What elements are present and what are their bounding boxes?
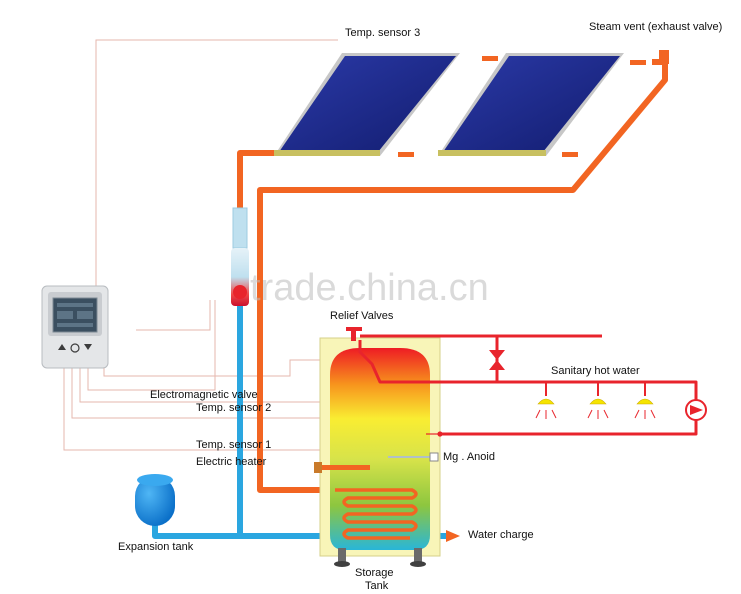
controller-up-icon: [58, 344, 66, 350]
faucet-3: [634, 382, 656, 419]
label-electromagnetic-valve: Electromagnetic valve: [150, 389, 258, 401]
label-temp-sensor-2: Temp. sensor 2: [196, 402, 271, 414]
wire-extra: [136, 300, 211, 331]
label-expansion-tank: Expansion tank: [118, 541, 194, 553]
expansion-tank: [135, 474, 175, 526]
electric-heater-rod: [314, 462, 370, 473]
label-steam-vent: Steam vent (exhaust valve): [589, 21, 722, 33]
wire-tank-top: [103, 359, 330, 377]
electromagnetic-valve: [231, 207, 249, 306]
heating-coil: [335, 488, 418, 540]
wire-heater: [63, 368, 322, 451]
watermark: trade.china.cn: [250, 267, 489, 309]
panel-fittings: [398, 56, 646, 157]
wire-valve: [87, 300, 216, 391]
label-mg-anoid: Mg . Anoid: [443, 451, 495, 463]
mg-anode: [388, 452, 439, 462]
signal-wires: [63, 39, 338, 451]
faucet-2: [587, 382, 609, 419]
label-storage: Storage: [355, 567, 394, 579]
tank-outlet-pipe: [358, 340, 698, 436]
label-sanitary-hot-water: Sanitary hot water: [551, 365, 640, 377]
water-charge-arrow: [446, 530, 460, 542]
faucet-1: [535, 382, 557, 419]
return-pipe: [257, 72, 668, 493]
collector-panel-1: [274, 53, 460, 156]
controller-power-icon: [70, 343, 80, 353]
storage-tank: [319, 337, 441, 567]
expansion-branch-pipe: [152, 524, 240, 539]
collector-outlet-pipe: [237, 150, 274, 208]
label-temp-sensor-3: Temp. sensor 3: [345, 27, 420, 39]
label-temp-sensor-1: Temp. sensor 1: [196, 439, 271, 451]
relief-valve: [346, 327, 362, 341]
circulation-pump-icon: [685, 399, 707, 421]
label-relief-valves: Relief Valves: [330, 310, 394, 322]
wire-sensor3: [95, 39, 338, 286]
controller-down-icon: [84, 344, 92, 350]
bypass-valve: [489, 350, 505, 370]
controller: [41, 285, 109, 369]
wire-sensor1: [71, 368, 330, 419]
label-electric-heater: Electric heater: [196, 456, 267, 468]
steam-vent-valve: [659, 50, 669, 64]
collector-panel-2: [438, 53, 624, 156]
label-tank: Tank: [365, 580, 389, 592]
label-water-charge: Water charge: [468, 529, 534, 541]
